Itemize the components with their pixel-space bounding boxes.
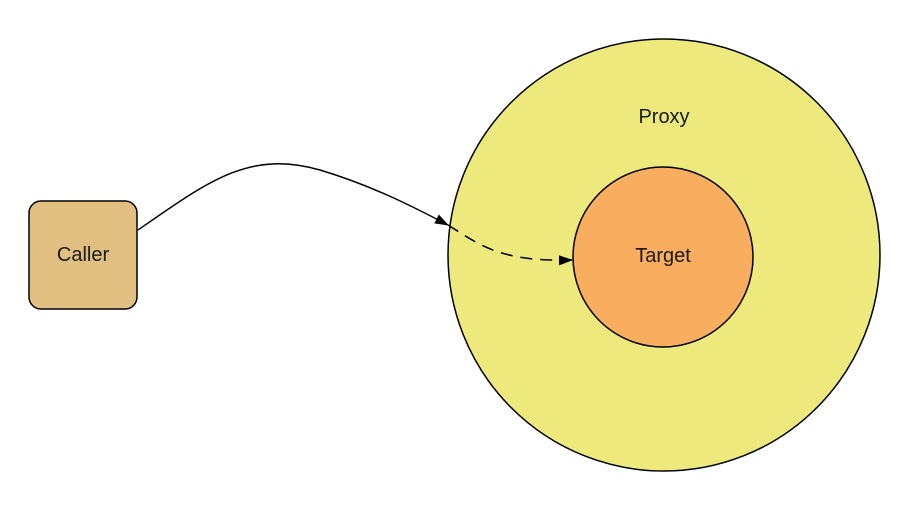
call-arrow-solid xyxy=(137,163,449,231)
forward-arrow-dashed xyxy=(447,224,573,266)
target-circle xyxy=(572,166,754,348)
proxy-label: Proxy xyxy=(638,106,689,128)
target-label: Target xyxy=(635,245,691,267)
caller-label: Caller xyxy=(57,244,110,266)
caller-box xyxy=(28,200,138,310)
